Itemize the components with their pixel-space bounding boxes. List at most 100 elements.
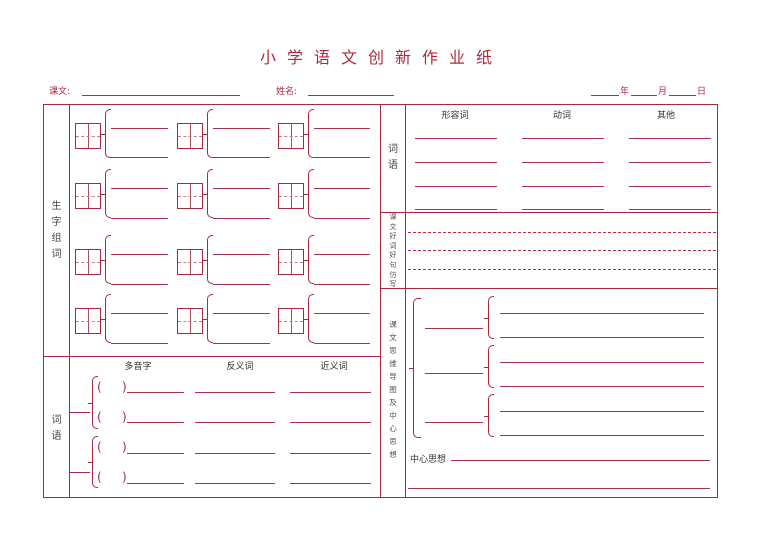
label-char: 生 bbox=[51, 201, 62, 212]
word-line[interactable] bbox=[213, 157, 270, 158]
tian-zi-box[interactable] bbox=[75, 183, 101, 209]
synonym-line[interactable] bbox=[290, 392, 371, 393]
word-line[interactable] bbox=[111, 343, 168, 344]
mindmap-leaf-line[interactable] bbox=[500, 411, 704, 412]
other-line[interactable] bbox=[629, 138, 711, 139]
tian-zi-box[interactable] bbox=[177, 183, 203, 209]
day-input-line[interactable] bbox=[669, 95, 696, 96]
polyphonic-line[interactable] bbox=[127, 453, 184, 454]
sentence-line[interactable] bbox=[408, 232, 716, 233]
brace-icon bbox=[304, 109, 314, 158]
tian-zi-box[interactable] bbox=[177, 308, 203, 334]
other-line[interactable] bbox=[629, 162, 711, 163]
mindmap-leaf-line[interactable] bbox=[500, 362, 704, 363]
mindmap-leaf-line[interactable] bbox=[500, 337, 704, 338]
mindmap-branch-line[interactable] bbox=[425, 328, 483, 329]
tian-zi-box[interactable] bbox=[278, 249, 304, 275]
word-line[interactable] bbox=[213, 313, 270, 314]
mindmap-section-label: 课 文 思 维 导 图 及 中 心 思 想 bbox=[381, 318, 405, 461]
tian-zi-box[interactable] bbox=[177, 123, 203, 149]
label-char: 仿 bbox=[389, 270, 397, 279]
adjective-line[interactable] bbox=[415, 209, 497, 210]
word-line[interactable] bbox=[213, 254, 270, 255]
word-line[interactable] bbox=[111, 254, 168, 255]
adjective-line[interactable] bbox=[415, 162, 497, 163]
word-line[interactable] bbox=[111, 128, 168, 129]
antonym-line[interactable] bbox=[195, 483, 275, 484]
mindmap-leaf-line[interactable] bbox=[500, 313, 704, 314]
word-line[interactable] bbox=[213, 128, 270, 129]
characters-section-label: 生 字 组 词 bbox=[44, 199, 69, 263]
mindmap-branch-line[interactable] bbox=[425, 422, 483, 423]
label-char: 想 bbox=[389, 450, 397, 459]
label-char: 词 bbox=[51, 415, 62, 426]
antonym-line[interactable] bbox=[195, 392, 275, 393]
word-line[interactable] bbox=[314, 188, 370, 189]
label-char: 语 bbox=[388, 160, 398, 171]
antonym-line[interactable] bbox=[195, 453, 275, 454]
mindmap-leaf-line[interactable] bbox=[500, 386, 704, 387]
tian-zi-box[interactable] bbox=[278, 308, 304, 334]
sentence-line[interactable] bbox=[408, 269, 716, 270]
label-char: 词 bbox=[389, 241, 397, 250]
adjective-line[interactable] bbox=[415, 138, 497, 139]
word-line[interactable] bbox=[213, 218, 270, 219]
lesson-input-line[interactable] bbox=[82, 95, 240, 96]
word-line[interactable] bbox=[111, 313, 168, 314]
label-char: 心 bbox=[389, 424, 397, 433]
central-idea-line[interactable] bbox=[451, 460, 710, 461]
verb-line[interactable] bbox=[522, 138, 604, 139]
label-char: 维 bbox=[389, 359, 397, 368]
synonym-line[interactable] bbox=[290, 483, 371, 484]
polyphonic-line[interactable] bbox=[127, 422, 184, 423]
verb-line[interactable] bbox=[522, 162, 604, 163]
open-paren: ( bbox=[97, 410, 102, 424]
mindmap-leaf-line[interactable] bbox=[500, 435, 704, 436]
polyphonic-line[interactable] bbox=[127, 392, 184, 393]
month-input-line[interactable] bbox=[631, 95, 657, 96]
word-line[interactable] bbox=[111, 284, 168, 285]
word-line[interactable] bbox=[314, 254, 370, 255]
word-line[interactable] bbox=[314, 313, 370, 314]
synonym-line[interactable] bbox=[290, 422, 371, 423]
panel-divider bbox=[380, 104, 381, 498]
column-header-polyphonic: 多音字 bbox=[124, 362, 152, 372]
other-line[interactable] bbox=[629, 209, 711, 210]
tian-zi-box[interactable] bbox=[75, 249, 101, 275]
brace-icon bbox=[101, 294, 111, 343]
synonym-line[interactable] bbox=[290, 453, 371, 454]
word-line[interactable] bbox=[111, 157, 168, 158]
label-char: 写 bbox=[389, 280, 397, 289]
close-paren: ) bbox=[122, 470, 127, 484]
mindmap-branch-line[interactable] bbox=[425, 373, 483, 374]
word-line[interactable] bbox=[314, 157, 370, 158]
tian-zi-box[interactable] bbox=[75, 123, 101, 149]
word-line[interactable] bbox=[213, 188, 270, 189]
tian-zi-box[interactable] bbox=[278, 183, 304, 209]
column-header-other: 其他 bbox=[656, 111, 675, 121]
verb-line[interactable] bbox=[522, 209, 604, 210]
word-line[interactable] bbox=[213, 343, 270, 344]
adjective-line[interactable] bbox=[415, 186, 497, 187]
tian-zi-box[interactable] bbox=[278, 123, 304, 149]
year-input-line[interactable] bbox=[591, 95, 619, 96]
word-line[interactable] bbox=[213, 284, 270, 285]
word-line[interactable] bbox=[314, 218, 370, 219]
label-char: 文 bbox=[389, 222, 397, 231]
sentence-line[interactable] bbox=[408, 250, 716, 251]
tian-zi-box[interactable] bbox=[75, 308, 101, 334]
word-line[interactable] bbox=[111, 188, 168, 189]
close-paren: ) bbox=[122, 410, 127, 424]
word-line[interactable] bbox=[111, 218, 168, 219]
verb-line[interactable] bbox=[522, 186, 604, 187]
other-line[interactable] bbox=[629, 186, 711, 187]
central-idea-line-2[interactable] bbox=[408, 488, 710, 489]
name-input-line[interactable] bbox=[308, 95, 394, 96]
word-line[interactable] bbox=[314, 284, 370, 285]
antonym-line[interactable] bbox=[195, 422, 275, 423]
polyphonic-line[interactable] bbox=[127, 483, 184, 484]
column-header-synonym: 近义词 bbox=[320, 362, 348, 372]
word-line[interactable] bbox=[314, 343, 370, 344]
tian-zi-box[interactable] bbox=[177, 249, 203, 275]
word-line[interactable] bbox=[314, 128, 370, 129]
